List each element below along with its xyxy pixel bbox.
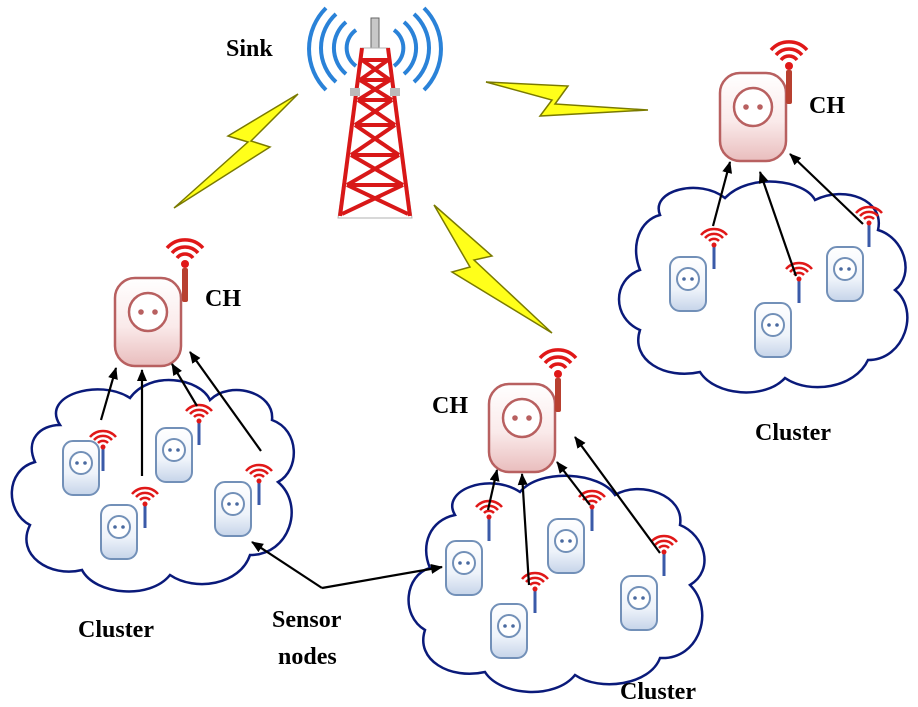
sensor-nodes-pointer — [321, 563, 443, 590]
arrow — [574, 436, 661, 554]
tower-icon — [307, 6, 443, 219]
ch-label-middle: CH — [432, 393, 468, 419]
cluster-cloud-left — [10, 378, 295, 593]
arrow — [517, 473, 531, 586]
arrow — [99, 367, 118, 421]
arrow — [486, 469, 500, 511]
cluster-label-left: Cluster — [78, 617, 154, 643]
ch-label-left: CH — [205, 286, 241, 312]
cluster-label-right: Cluster — [755, 420, 831, 446]
arrow — [711, 161, 733, 227]
lightning-icon — [433, 204, 553, 334]
cluster-cloud-middle — [407, 474, 706, 694]
cluster-head-middle — [487, 348, 578, 474]
cluster-label-middle: Cluster — [620, 679, 696, 705]
sensor-nodes-pointer — [251, 541, 323, 589]
ch-label-right: CH — [809, 93, 845, 119]
arrow — [189, 351, 262, 452]
sink-label: Sink — [226, 36, 273, 62]
arrow — [758, 171, 798, 277]
lightning-icon — [173, 93, 299, 209]
cluster-head-right — [718, 40, 809, 163]
sensor-nodes-label-line2: nodes — [278, 644, 337, 670]
cluster-cloud-right — [617, 180, 909, 394]
arrow — [556, 461, 591, 506]
arrow — [171, 363, 198, 407]
arrow — [789, 153, 864, 225]
sensor-nodes-label-line1: Sensor — [272, 607, 342, 633]
lightning-icon — [485, 81, 649, 117]
cluster-head-left — [113, 238, 205, 368]
